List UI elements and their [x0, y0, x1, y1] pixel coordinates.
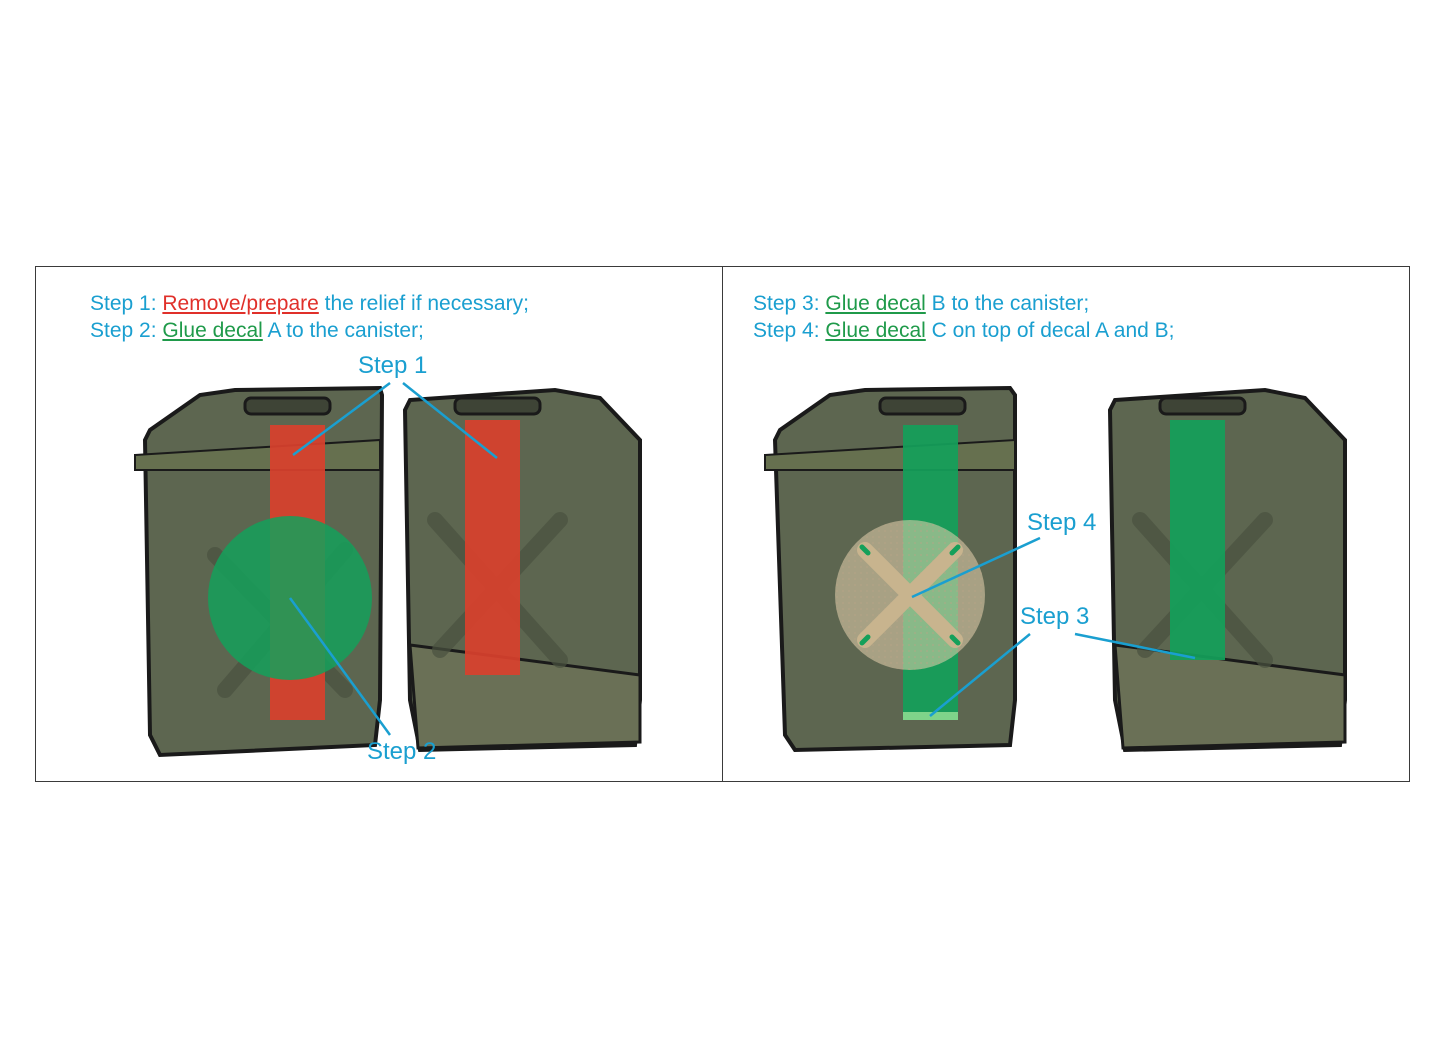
step2-action: Glue decal	[162, 319, 263, 342]
decal-c-cross	[835, 520, 985, 670]
panel-divider	[722, 266, 723, 782]
step1-rest: the relief if necessary;	[318, 292, 529, 315]
instruction-step1: Step 1: Remove/prepare the relief if nec…	[90, 290, 529, 317]
callout-step3: Step 3	[1020, 603, 1089, 630]
callout-step3-leader	[929, 632, 1196, 717]
canister-back-right	[1107, 387, 1347, 753]
step2-prefix: Step 2:	[90, 319, 163, 342]
instruction-step3: Step 3: Glue decal B to the canister;	[753, 290, 1174, 317]
callout-step2: Step 2	[367, 738, 436, 765]
step3-prefix: Step 3:	[753, 292, 826, 315]
callout-step1: Step 1	[358, 352, 427, 379]
instruction-step2: Step 2: Glue decal A to the canister;	[90, 317, 529, 344]
instruction-step4: Step 4: Glue decal C on top of decal A a…	[753, 317, 1174, 344]
right-instructions: Step 3: Glue decal B to the canister; St…	[753, 290, 1174, 344]
step4-action: Glue decal	[825, 319, 926, 342]
step1-action: Remove/prepare	[162, 292, 319, 315]
canister-back-left	[402, 387, 642, 753]
callout-step1-leader	[292, 381, 498, 459]
step4-prefix: Step 4:	[753, 319, 826, 342]
decal-b-green-strip-back	[1170, 420, 1225, 660]
callout-step4-leader	[911, 536, 1041, 599]
step1-prefix: Step 1:	[90, 292, 163, 315]
step4-rest: C on top of decal A and B;	[925, 319, 1175, 342]
left-instructions: Step 1: Remove/prepare the relief if nec…	[90, 290, 529, 344]
callout-step2-leader	[288, 597, 392, 736]
step2-rest: A to the canister;	[262, 319, 424, 342]
step3-rest: B to the canister;	[925, 292, 1090, 315]
step3-action: Glue decal	[825, 292, 926, 315]
decal-a-red-strip-back	[465, 420, 520, 675]
callout-step4: Step 4	[1027, 509, 1096, 536]
